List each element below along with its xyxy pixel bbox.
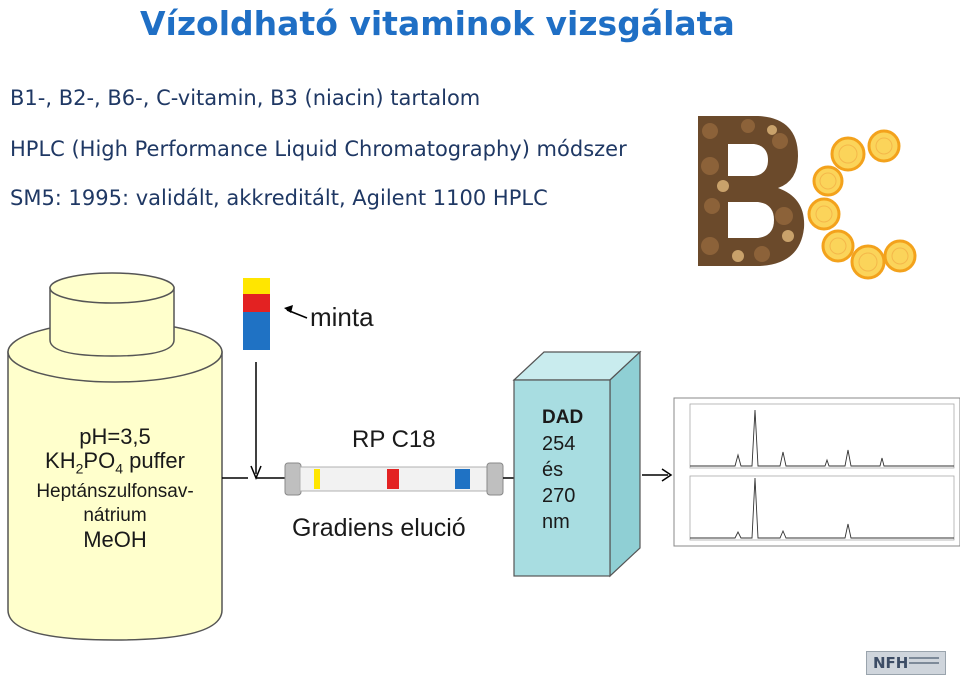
detector-line: 254 bbox=[542, 433, 576, 455]
bc-vitamin-image bbox=[698, 116, 917, 280]
tank-ph: pH=3,5 bbox=[79, 424, 151, 449]
nfh-logo: NFH bbox=[866, 651, 946, 675]
detector-line: és bbox=[542, 459, 564, 481]
chromatogram-image bbox=[673, 397, 960, 547]
page-title: Vízoldható vitaminok vizsgálata bbox=[140, 4, 735, 43]
detector-title: DAD bbox=[542, 407, 584, 428]
gradient-label: Gradiens elució bbox=[292, 514, 466, 542]
detector-line: nm bbox=[542, 511, 570, 533]
detector-label: DAD 254 és 270 nm bbox=[542, 405, 583, 535]
sample-label: minta bbox=[310, 302, 374, 332]
tank-heptane: Heptánszulfonsav- bbox=[36, 481, 194, 503]
arrow-icon bbox=[284, 305, 308, 319]
dad-detector bbox=[512, 350, 642, 578]
bullet-validation: SM5: 1995: validált, akkreditált, Agilen… bbox=[10, 186, 548, 210]
bullet-vitamins: B1-, B2-, B6-, C-vitamin, B3 (niacin) ta… bbox=[10, 86, 481, 110]
tank-sodium: nátrium bbox=[83, 505, 147, 527]
column-label: RP C18 bbox=[352, 426, 436, 453]
bullet-hplc: HPLC (High Performance Liquid Chromatogr… bbox=[10, 137, 627, 161]
rp-c18-column bbox=[284, 462, 504, 496]
sample-vial-icon bbox=[243, 278, 270, 350]
detector-line: 270 bbox=[542, 485, 576, 507]
solvent-tank bbox=[7, 272, 223, 641]
tank-buffer: KH2PO4 puffer bbox=[45, 448, 185, 477]
tank-label: pH=3,5 KH2PO4 puffer Heptánszulfonsav- n… bbox=[10, 425, 220, 552]
tank-meoh: MeOH bbox=[83, 527, 147, 553]
